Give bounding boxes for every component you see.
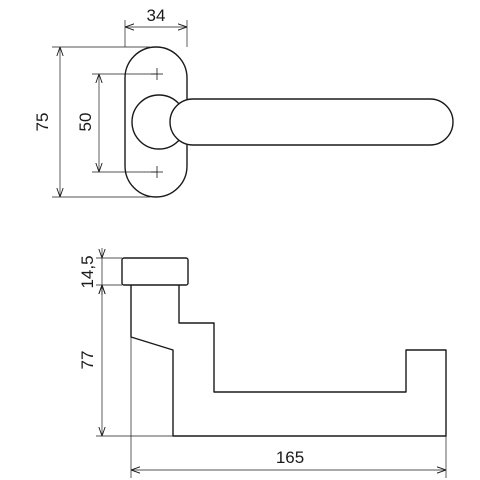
dimension-width-34: 34 [124, 6, 188, 47]
dimension-label-50: 50 [76, 113, 95, 132]
dimension-label-75: 75 [33, 113, 52, 132]
dimension-height-77: 77 [78, 285, 173, 437]
dimension-rose-14-5: 14,5 [78, 248, 122, 295]
lever-arm-top [169, 98, 454, 146]
dimension-label-77: 77 [78, 351, 97, 370]
side-rose-cap [121, 257, 189, 286]
side-view: 14,5 77 165 [78, 248, 447, 478]
dimension-height-50: 50 [76, 73, 157, 173]
dimension-label-14-5: 14,5 [78, 255, 97, 288]
dimension-label-34: 34 [147, 6, 166, 25]
dimension-label-165: 165 [276, 448, 304, 467]
dimension-height-75: 75 [33, 46, 150, 198]
lever-side-profile [130, 285, 447, 437]
dimension-length-165: 165 [130, 337, 447, 478]
top-view: 34 75 50 [33, 6, 454, 198]
